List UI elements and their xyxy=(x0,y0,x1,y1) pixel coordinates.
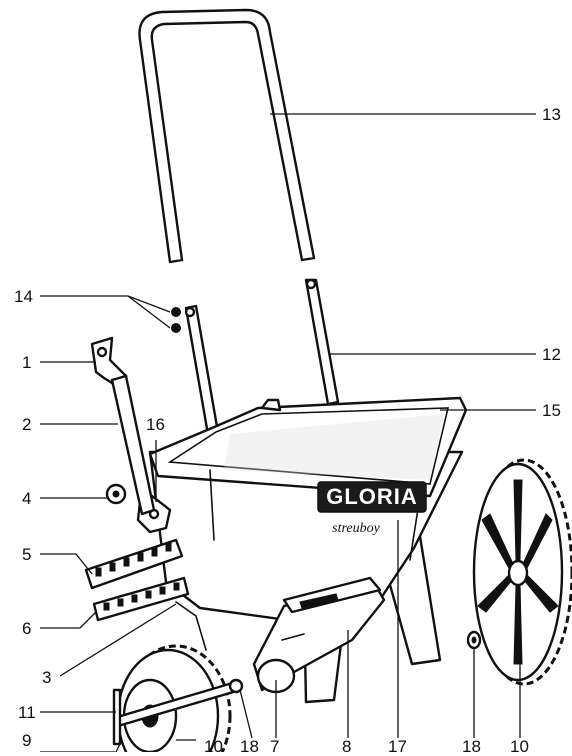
callout-1: 1 xyxy=(22,353,32,372)
callout-2: 2 xyxy=(22,415,32,434)
callout-18-left: 18 xyxy=(240,737,259,756)
callout-8: 8 xyxy=(342,737,352,756)
callout-16: 16 xyxy=(146,415,165,434)
leader-lines xyxy=(40,113,536,752)
handle-struts xyxy=(184,278,340,448)
callout-11: 11 xyxy=(18,703,36,722)
spread-housing xyxy=(252,576,386,694)
callout-9: 9 xyxy=(22,731,32,750)
callout-17: 17 xyxy=(388,737,407,756)
right-wheel xyxy=(472,458,572,686)
brand-plate: GLORIA streuboy xyxy=(317,481,427,536)
adjust-knob xyxy=(105,483,127,505)
logo-text: GLORIA xyxy=(326,484,418,509)
callout-12: 12 xyxy=(542,345,561,364)
callout-18-right: 18 xyxy=(462,737,481,756)
callout-10-left: 10 xyxy=(204,737,223,756)
callout-13: 13 xyxy=(542,105,561,124)
callout-10-right: 10 xyxy=(510,737,529,756)
model-text: streuboy xyxy=(332,521,380,536)
lower-link xyxy=(175,601,207,651)
handle-screws xyxy=(171,307,181,333)
callout-15: 15 xyxy=(542,401,561,420)
adjust-rail-upper xyxy=(84,538,184,590)
callout-6: 6 xyxy=(22,619,32,638)
callout-5: 5 xyxy=(22,545,32,564)
push-handle xyxy=(138,8,316,264)
control-lever xyxy=(90,336,156,516)
adjust-rail-lower xyxy=(92,576,190,622)
right-wheel-spokes xyxy=(477,479,559,665)
callout-7: 7 xyxy=(270,737,280,756)
callout-14: 14 xyxy=(14,287,33,306)
hopper xyxy=(148,396,468,632)
callout-3: 3 xyxy=(42,668,52,687)
callout-4: 4 xyxy=(22,489,32,508)
right-washer xyxy=(466,630,482,650)
